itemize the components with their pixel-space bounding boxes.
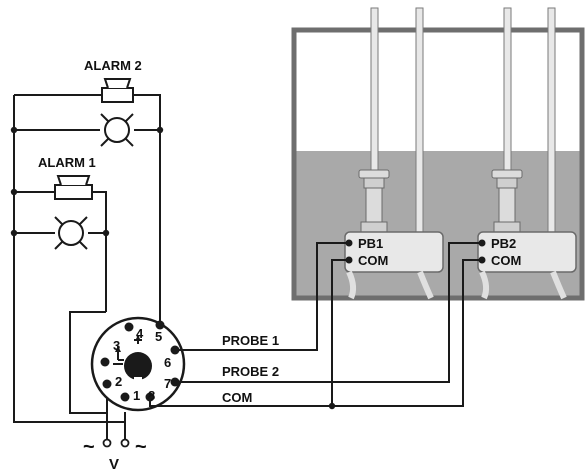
float-1 bbox=[358, 169, 390, 179]
pin-5-dot bbox=[155, 320, 165, 330]
supply-terminal-left bbox=[102, 438, 112, 448]
probe-wiring: PROBE 1 PROBE 2 COM bbox=[149, 242, 482, 407]
tank bbox=[291, 27, 585, 301]
pin-7-label: 7 bbox=[164, 376, 171, 391]
com-branch-wire bbox=[331, 259, 349, 406]
supply: ~ ~ V bbox=[83, 436, 147, 473]
relay-socket: 1 2 3 4 5 6 7 8 bbox=[90, 316, 186, 412]
probe-1-wire bbox=[175, 242, 349, 351]
tank-air-space bbox=[294, 30, 582, 151]
com-wire-label: COM bbox=[222, 390, 252, 405]
float-2 bbox=[491, 169, 523, 179]
pb2-com-label: COM bbox=[491, 253, 521, 268]
pb1-label: PB1 bbox=[358, 236, 383, 251]
supply-voltage-label: V bbox=[109, 456, 119, 473]
probe-2-wire-label: PROBE 2 bbox=[222, 364, 279, 379]
pin-1-dot bbox=[120, 392, 130, 402]
horn-icon bbox=[54, 175, 93, 200]
junctions bbox=[10, 126, 336, 410]
probe-2-housing bbox=[477, 231, 577, 273]
pin-8-label: 8 bbox=[148, 388, 155, 403]
lamp-icon bbox=[100, 113, 134, 147]
tank-liquid bbox=[294, 151, 582, 298]
pin-6-label: 6 bbox=[164, 355, 171, 370]
alarm-2: ALARM 2 bbox=[84, 58, 142, 147]
pb2-label: PB2 bbox=[491, 236, 516, 251]
ac-symbol-left: ~ bbox=[83, 436, 95, 458]
ac-symbol-right: ~ bbox=[135, 436, 147, 458]
pb1-com-label: COM bbox=[358, 253, 388, 268]
probe-assembly-2: PB2 COM bbox=[477, 7, 577, 300]
alarm-wiring bbox=[13, 94, 161, 440]
pin-4-label: 4 bbox=[136, 326, 144, 341]
alarm-1-label: ALARM 1 bbox=[38, 155, 96, 170]
alarm-2-label: ALARM 2 bbox=[84, 58, 142, 73]
pin-3-dot bbox=[100, 357, 110, 367]
probe-2-wire bbox=[175, 242, 482, 383]
com-wire bbox=[149, 259, 482, 407]
probe-1-wire-label: PROBE 1 bbox=[222, 333, 279, 348]
relay-center-post bbox=[124, 352, 152, 380]
pin-2-label: 2 bbox=[115, 374, 122, 389]
tank-wall bbox=[291, 27, 585, 301]
pin-5-label: 5 bbox=[155, 329, 162, 344]
alarm-1: ALARM 1 bbox=[38, 155, 96, 250]
pin-3-label: 3 bbox=[113, 338, 120, 353]
pin-2-dot bbox=[102, 379, 112, 389]
pin-1-label: 1 bbox=[133, 388, 140, 403]
probe-assembly-1: PB1 COM bbox=[344, 7, 444, 300]
lamp-icon bbox=[54, 216, 88, 250]
pin-4-dot bbox=[124, 322, 134, 332]
horn-icon bbox=[101, 78, 134, 103]
probe-1-housing bbox=[344, 231, 444, 273]
supply-terminal-right bbox=[120, 438, 130, 448]
